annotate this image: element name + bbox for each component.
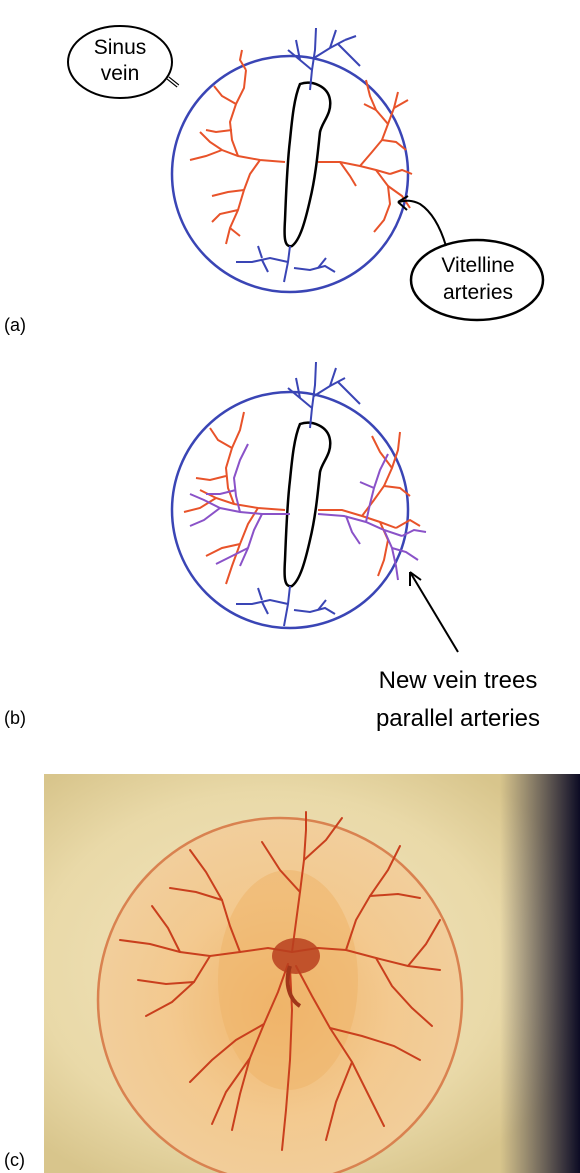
panel-c-label: (c): [4, 1150, 25, 1170]
panel-b-label: (b): [4, 708, 26, 728]
sinus-vein-boundary: [172, 56, 408, 292]
new-vein-trees: [190, 444, 426, 580]
vein-tree-top: [288, 28, 360, 90]
panel-a-schematic: Sinus vein Vitelline arteries (a): [4, 26, 543, 335]
vitelline-arteries: [190, 50, 412, 244]
embryo-outline: [285, 83, 331, 246]
sinus-vein-label-line1: Sinus: [94, 36, 147, 59]
vitelline-arteries-label-line2: arteries: [443, 281, 513, 304]
embryo-outline-b: [285, 423, 331, 586]
vein-tree-bottom: [236, 246, 335, 282]
new-vein-label-line2: parallel arteries: [376, 705, 540, 732]
panel-a-label: (a): [4, 315, 26, 335]
panel-b-schematic: New vein trees parallel arteries (b): [4, 362, 540, 732]
vein-tree-top-b: [288, 362, 360, 428]
sinus-vein-label-line2: vein: [101, 62, 140, 85]
vitelline-arteries-label-line1: Vitelline: [441, 254, 514, 277]
dark-dish-edge: [500, 774, 580, 1173]
new-vein-label-line1: New vein trees: [379, 667, 538, 694]
panel-c-photo: (c): [0, 774, 580, 1173]
new-vein-callout-arrow: [410, 572, 458, 652]
embryo: [272, 938, 320, 974]
vitelline-arteries-callout-bubble: [411, 240, 543, 320]
